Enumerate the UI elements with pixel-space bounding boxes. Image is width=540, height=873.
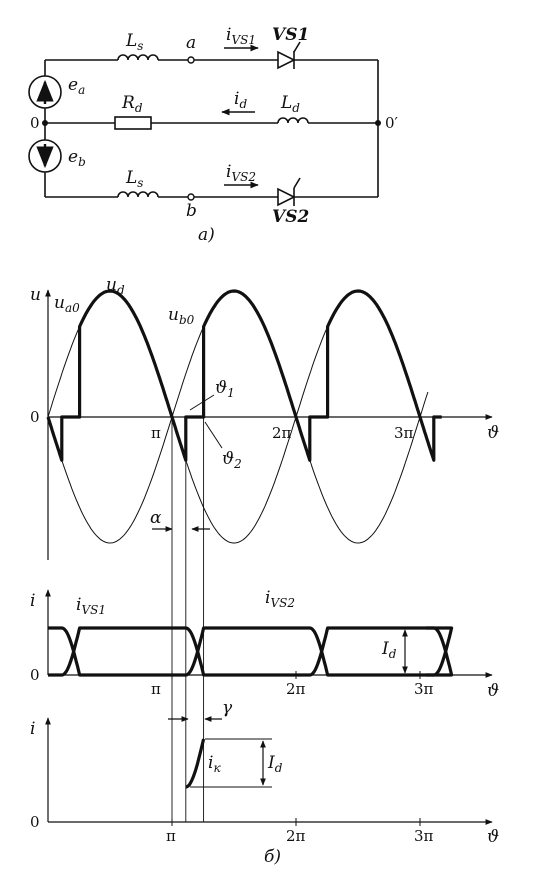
thyristor-vs2 xyxy=(277,187,296,207)
label-ivs1-wave: iVS1 xyxy=(76,595,106,617)
theta2-pointer xyxy=(204,421,223,449)
label-axis-i-1: i xyxy=(30,591,35,611)
label-axis-u: u xyxy=(30,285,41,305)
label-axis-theta-2: ϑ xyxy=(487,681,499,701)
tick-label-3pi-1: 3π xyxy=(394,424,414,442)
label-alpha: α xyxy=(150,508,162,528)
tick-label-3pi-2: 3π xyxy=(414,680,434,698)
curve-ivs2 xyxy=(48,626,454,677)
label-node-a: a xyxy=(186,33,196,53)
label-origin-u: 0 xyxy=(30,408,40,426)
label-ivs2: iVS2 xyxy=(226,162,256,184)
label-axis-i-2: i xyxy=(30,719,35,739)
inductor-ls-top xyxy=(117,54,159,61)
reference-lines xyxy=(171,417,205,822)
caption-b: б) xyxy=(264,847,281,867)
curve-ik xyxy=(185,738,206,789)
tick-label-pi-2: π xyxy=(151,680,161,698)
label-ivs1: iVS1 xyxy=(226,25,256,47)
label-eb: eb xyxy=(68,147,86,169)
tick-label-2pi-2: 2π xyxy=(286,680,306,698)
tick-label-3pi-3: 3π xyxy=(414,827,434,845)
inductor-ls-bottom xyxy=(117,191,159,198)
label-axis-theta-3: ϑ xyxy=(487,827,499,847)
label-axis-theta-1: ϑ xyxy=(487,423,499,443)
label-node-0prime: 0′ xyxy=(385,114,399,132)
label-node-0: 0 xyxy=(30,114,40,132)
vs2-gate xyxy=(293,177,301,189)
label-ls-bottom: Ls xyxy=(125,168,143,190)
label-rd: Rd xyxy=(121,93,143,115)
caption-a: а) xyxy=(198,225,215,245)
label-ik: iк xyxy=(208,753,221,775)
label-id: id xyxy=(234,89,247,111)
label-gamma: γ xyxy=(222,698,233,718)
thyristor-vs1 xyxy=(277,50,296,70)
label-ld: Ld xyxy=(280,93,300,115)
label-theta2: ϑ2 xyxy=(222,449,242,471)
theta1-pointer xyxy=(189,394,215,411)
label-origin-i2: 0 xyxy=(30,813,40,831)
circuit: ea eb Ls Ls Rd Ld a b 0 0′ iVS1 id iVS2 … xyxy=(28,25,399,245)
label-Id-1: Id xyxy=(381,639,397,661)
curve-ud xyxy=(46,289,442,462)
label-ub0: ub0 xyxy=(168,305,195,327)
label-origin-i1: 0 xyxy=(30,666,40,684)
node-0 xyxy=(42,120,48,126)
vs1-gate xyxy=(293,41,301,53)
tick-label-2pi-1: 2π xyxy=(272,424,292,442)
label-vs1: VS1 xyxy=(272,25,309,45)
label-Id-2: Id xyxy=(267,753,283,775)
label-ls-top: Ls xyxy=(125,31,143,53)
node-b-terminal xyxy=(187,193,195,201)
label-ivs2-wave: iVS2 xyxy=(265,588,295,610)
node-a-terminal xyxy=(187,56,195,64)
tick-label-pi-1: π xyxy=(151,424,161,442)
label-node-b: b xyxy=(186,201,197,221)
label-ua0: ua0 xyxy=(54,293,80,315)
tick-label-pi-3: π xyxy=(166,827,176,845)
label-vs2: VS2 xyxy=(272,207,309,227)
label-theta1: ϑ1 xyxy=(215,378,235,400)
inductor-ld xyxy=(277,117,309,124)
resistor-rd xyxy=(114,116,152,130)
tick-label-2pi-3: 2π xyxy=(286,827,306,845)
label-ud: ud xyxy=(106,275,125,297)
waveforms: u i i ϑ ϑ ϑ 0 0 0 π 2π 3π π 2π 3π π 2π 3… xyxy=(30,275,499,867)
label-ea: ea xyxy=(68,75,85,97)
